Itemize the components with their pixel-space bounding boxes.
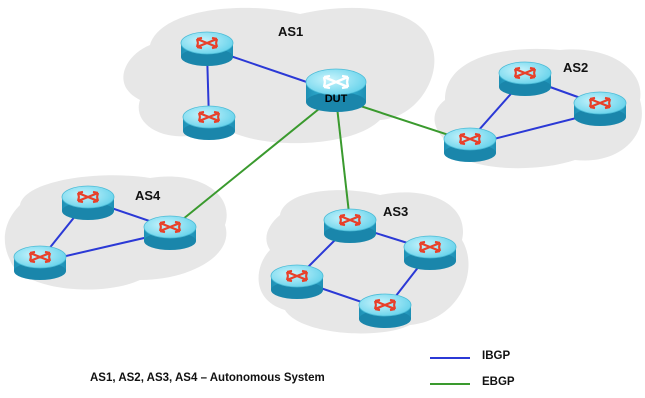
router-icon — [358, 293, 412, 329]
router-icon — [323, 208, 377, 244]
as3-label: AS3 — [383, 204, 408, 219]
ebgp-legend-label: EBGP — [482, 376, 515, 388]
ebgp-legend-line — [430, 383, 470, 385]
router-icon — [143, 215, 197, 251]
as4-label: AS4 — [135, 188, 161, 203]
router-icon — [180, 31, 234, 67]
dut-label: DUT — [325, 93, 348, 105]
ebgp-link — [335, 97, 351, 223]
dut-router-icon: DUT — [305, 68, 367, 112]
ibgp-legend-line — [430, 357, 470, 359]
router-icon — [403, 235, 457, 271]
as1-label: AS1 — [278, 24, 303, 39]
router-icon — [13, 245, 67, 281]
router-icon — [573, 91, 627, 127]
ebgp-link — [171, 99, 331, 229]
caption: AS1, AS2, AS3, AS4 – Autonomous System — [90, 372, 325, 384]
router-icon — [498, 61, 552, 97]
as3-cloud — [258, 190, 469, 334]
router-icon — [61, 185, 115, 221]
router-icon — [270, 264, 324, 300]
router-icon — [443, 127, 497, 163]
ibgp-legend-label: IBGP — [482, 350, 511, 362]
router-icon — [182, 105, 236, 141]
as2-label: AS2 — [563, 60, 588, 75]
